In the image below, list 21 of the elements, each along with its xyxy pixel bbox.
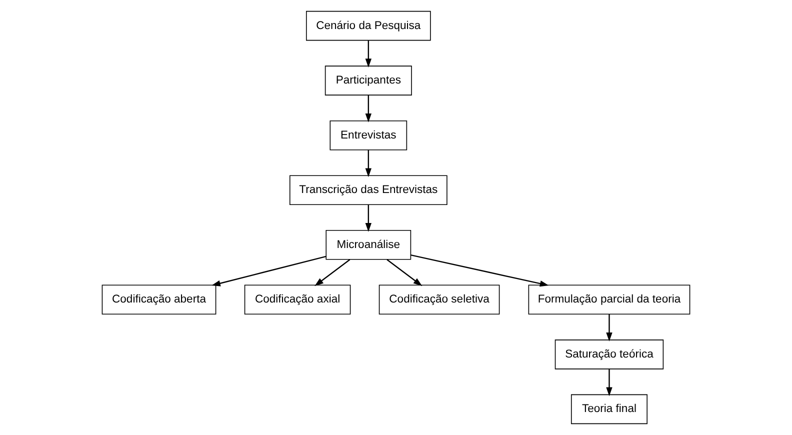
arrow: [606, 314, 612, 342]
node-box: Codificação axial: [244, 284, 351, 315]
arrow: [212, 256, 326, 286]
node-box: Saturação teórica: [554, 340, 664, 370]
node-box: Transcrição das Entrevistas: [289, 175, 448, 206]
node-box: Microanálise: [326, 230, 412, 260]
node-box: Formulação parcial da teoria: [528, 284, 690, 315]
arrow: [314, 259, 350, 286]
arrow: [410, 254, 549, 287]
arrow: [365, 95, 372, 122]
arrow: [365, 204, 372, 232]
arrow: [386, 259, 422, 286]
node-box: Cenário da Pesquisa: [306, 10, 431, 41]
node-box: Codificação seletiva: [378, 284, 500, 315]
node-box: Codificação aberta: [102, 284, 216, 315]
node-box: Teoria final: [570, 394, 648, 424]
arrow: [365, 40, 372, 68]
arrow: [365, 150, 372, 178]
node-box: Entrevistas: [330, 120, 408, 150]
arrow: [606, 369, 612, 396]
node-box: Participantes: [324, 66, 412, 96]
